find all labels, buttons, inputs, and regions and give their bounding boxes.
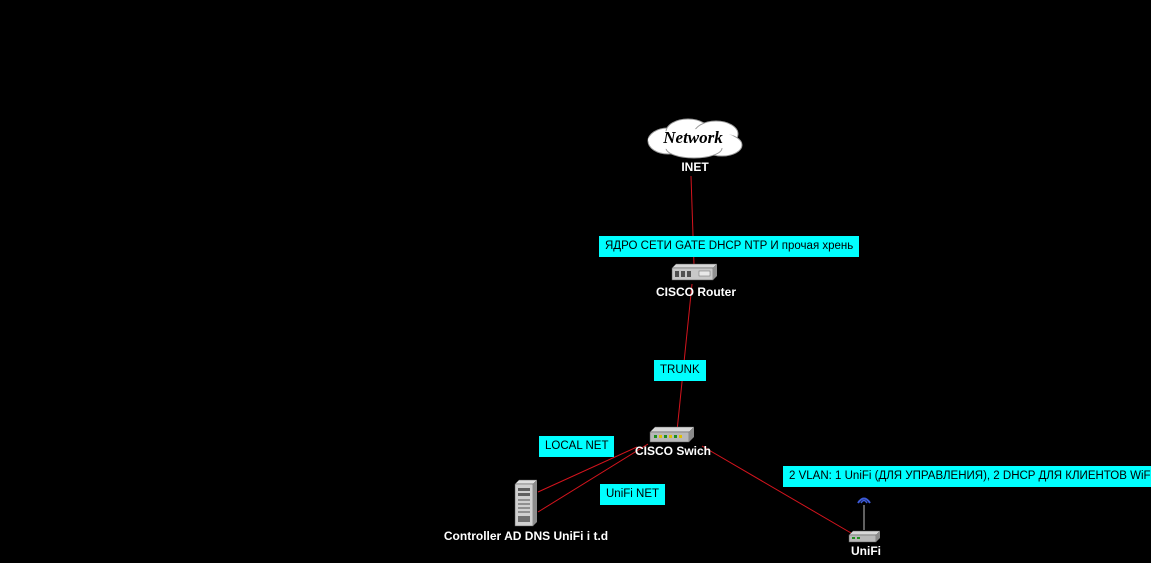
link-switch-server-unifi [537, 443, 649, 513]
link-switch-unifi [701, 445, 852, 534]
unifi-label: UniFi [851, 544, 881, 558]
router-label: CISCO Router [655, 285, 737, 299]
link-router-switch [676, 283, 693, 432]
router-icon [671, 263, 718, 281]
wifi-access-point-icon [848, 497, 881, 543]
switch-icon [649, 426, 695, 443]
server-icon [514, 479, 538, 527]
switch-label: CISCO Swich [634, 444, 712, 458]
link-switch-server-local [537, 446, 638, 493]
local-net-note: LOCAL NET [539, 436, 615, 457]
links [537, 175, 852, 534]
unifi-net-note: UniFi NET [600, 484, 666, 505]
inet-label: INET [681, 160, 709, 174]
cloud-text: Network [662, 128, 723, 147]
server-label: Controller AD DNS UniFi i t.d [443, 529, 609, 543]
router-role-note: ЯДРО СЕТИ GATE DHCP NTP И прочая хрень [599, 236, 860, 257]
cloud-icon: Network [647, 118, 743, 159]
trunk-note: TRUNK [654, 360, 706, 381]
vlan-note: 2 VLAN: 1 UniFi (ДЛЯ УПРАВЛЕНИЯ), 2 DHCP… [783, 466, 1151, 487]
